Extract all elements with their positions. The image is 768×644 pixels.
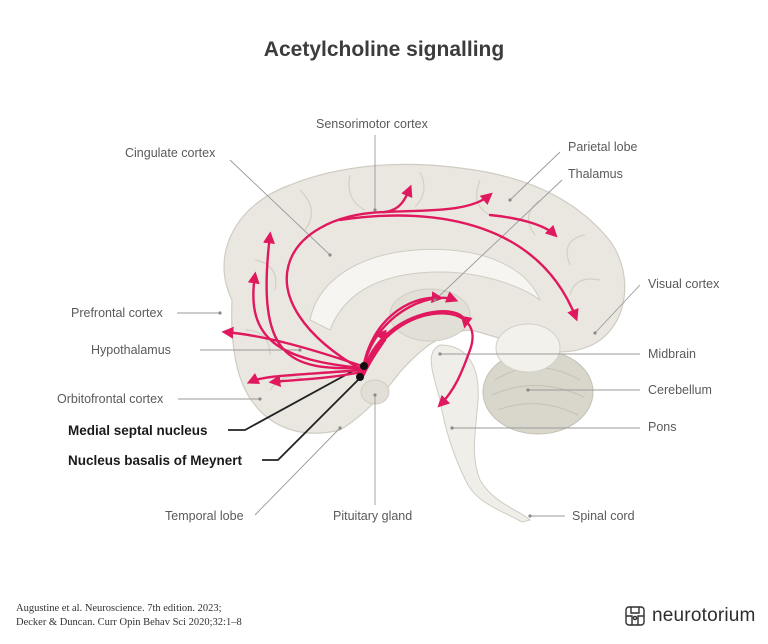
brand-name: neurotorium	[652, 605, 756, 626]
medial-septal-nucleus-dot	[360, 362, 368, 370]
nucleus-basalis-dot	[356, 373, 364, 381]
neurotorium-logo-icon	[625, 606, 645, 626]
page-title: Acetylcholine signalling	[263, 38, 505, 61]
label-cingulate-cortex: Cingulate cortex	[125, 146, 216, 160]
label-temporal-lobe: Temporal lobe	[165, 509, 244, 523]
citation-line-1: Augustine et al. Neuroscience. 7th editi…	[16, 603, 222, 614]
anchor-dots	[218, 198, 597, 518]
label-hypothalamus: Hypothalamus	[91, 343, 171, 357]
label-nucleus-basalis: Nucleus basalis of Meynert	[68, 453, 243, 468]
label-spinal-cord: Spinal cord	[572, 509, 635, 523]
label-thalamus: Thalamus	[568, 167, 623, 181]
label-visual-cortex: Visual cortex	[648, 277, 720, 291]
corpus-callosum	[309, 248, 542, 331]
brand-logo: neurotorium	[624, 604, 756, 628]
label-parietal-lobe: Parietal lobe	[568, 140, 638, 154]
label-prefrontal-cortex: Prefrontal cortex	[71, 306, 163, 320]
citation-line-2: Decker & Duncan. Curr Opin Behav Sci 202…	[16, 617, 242, 628]
label-medial-septal-nucleus: Medial septal nucleus	[68, 423, 208, 438]
cholinergic-pathways	[221, 184, 579, 408]
label-pituitary-gland: Pituitary gland	[333, 509, 412, 523]
label-sensorimotor-cortex: Sensorimotor cortex	[316, 117, 429, 131]
label-midbrain: Midbrain	[648, 347, 696, 361]
label-pons: Pons	[648, 420, 677, 434]
label-cerebellum: Cerebellum	[648, 383, 712, 397]
leader-lines	[177, 135, 641, 517]
arbor-vitae	[495, 323, 561, 373]
citation: Augustine et al. Neuroscience. 7th editi…	[16, 602, 242, 630]
label-orbitofrontal-cortex: Orbitofrontal cortex	[57, 392, 164, 406]
